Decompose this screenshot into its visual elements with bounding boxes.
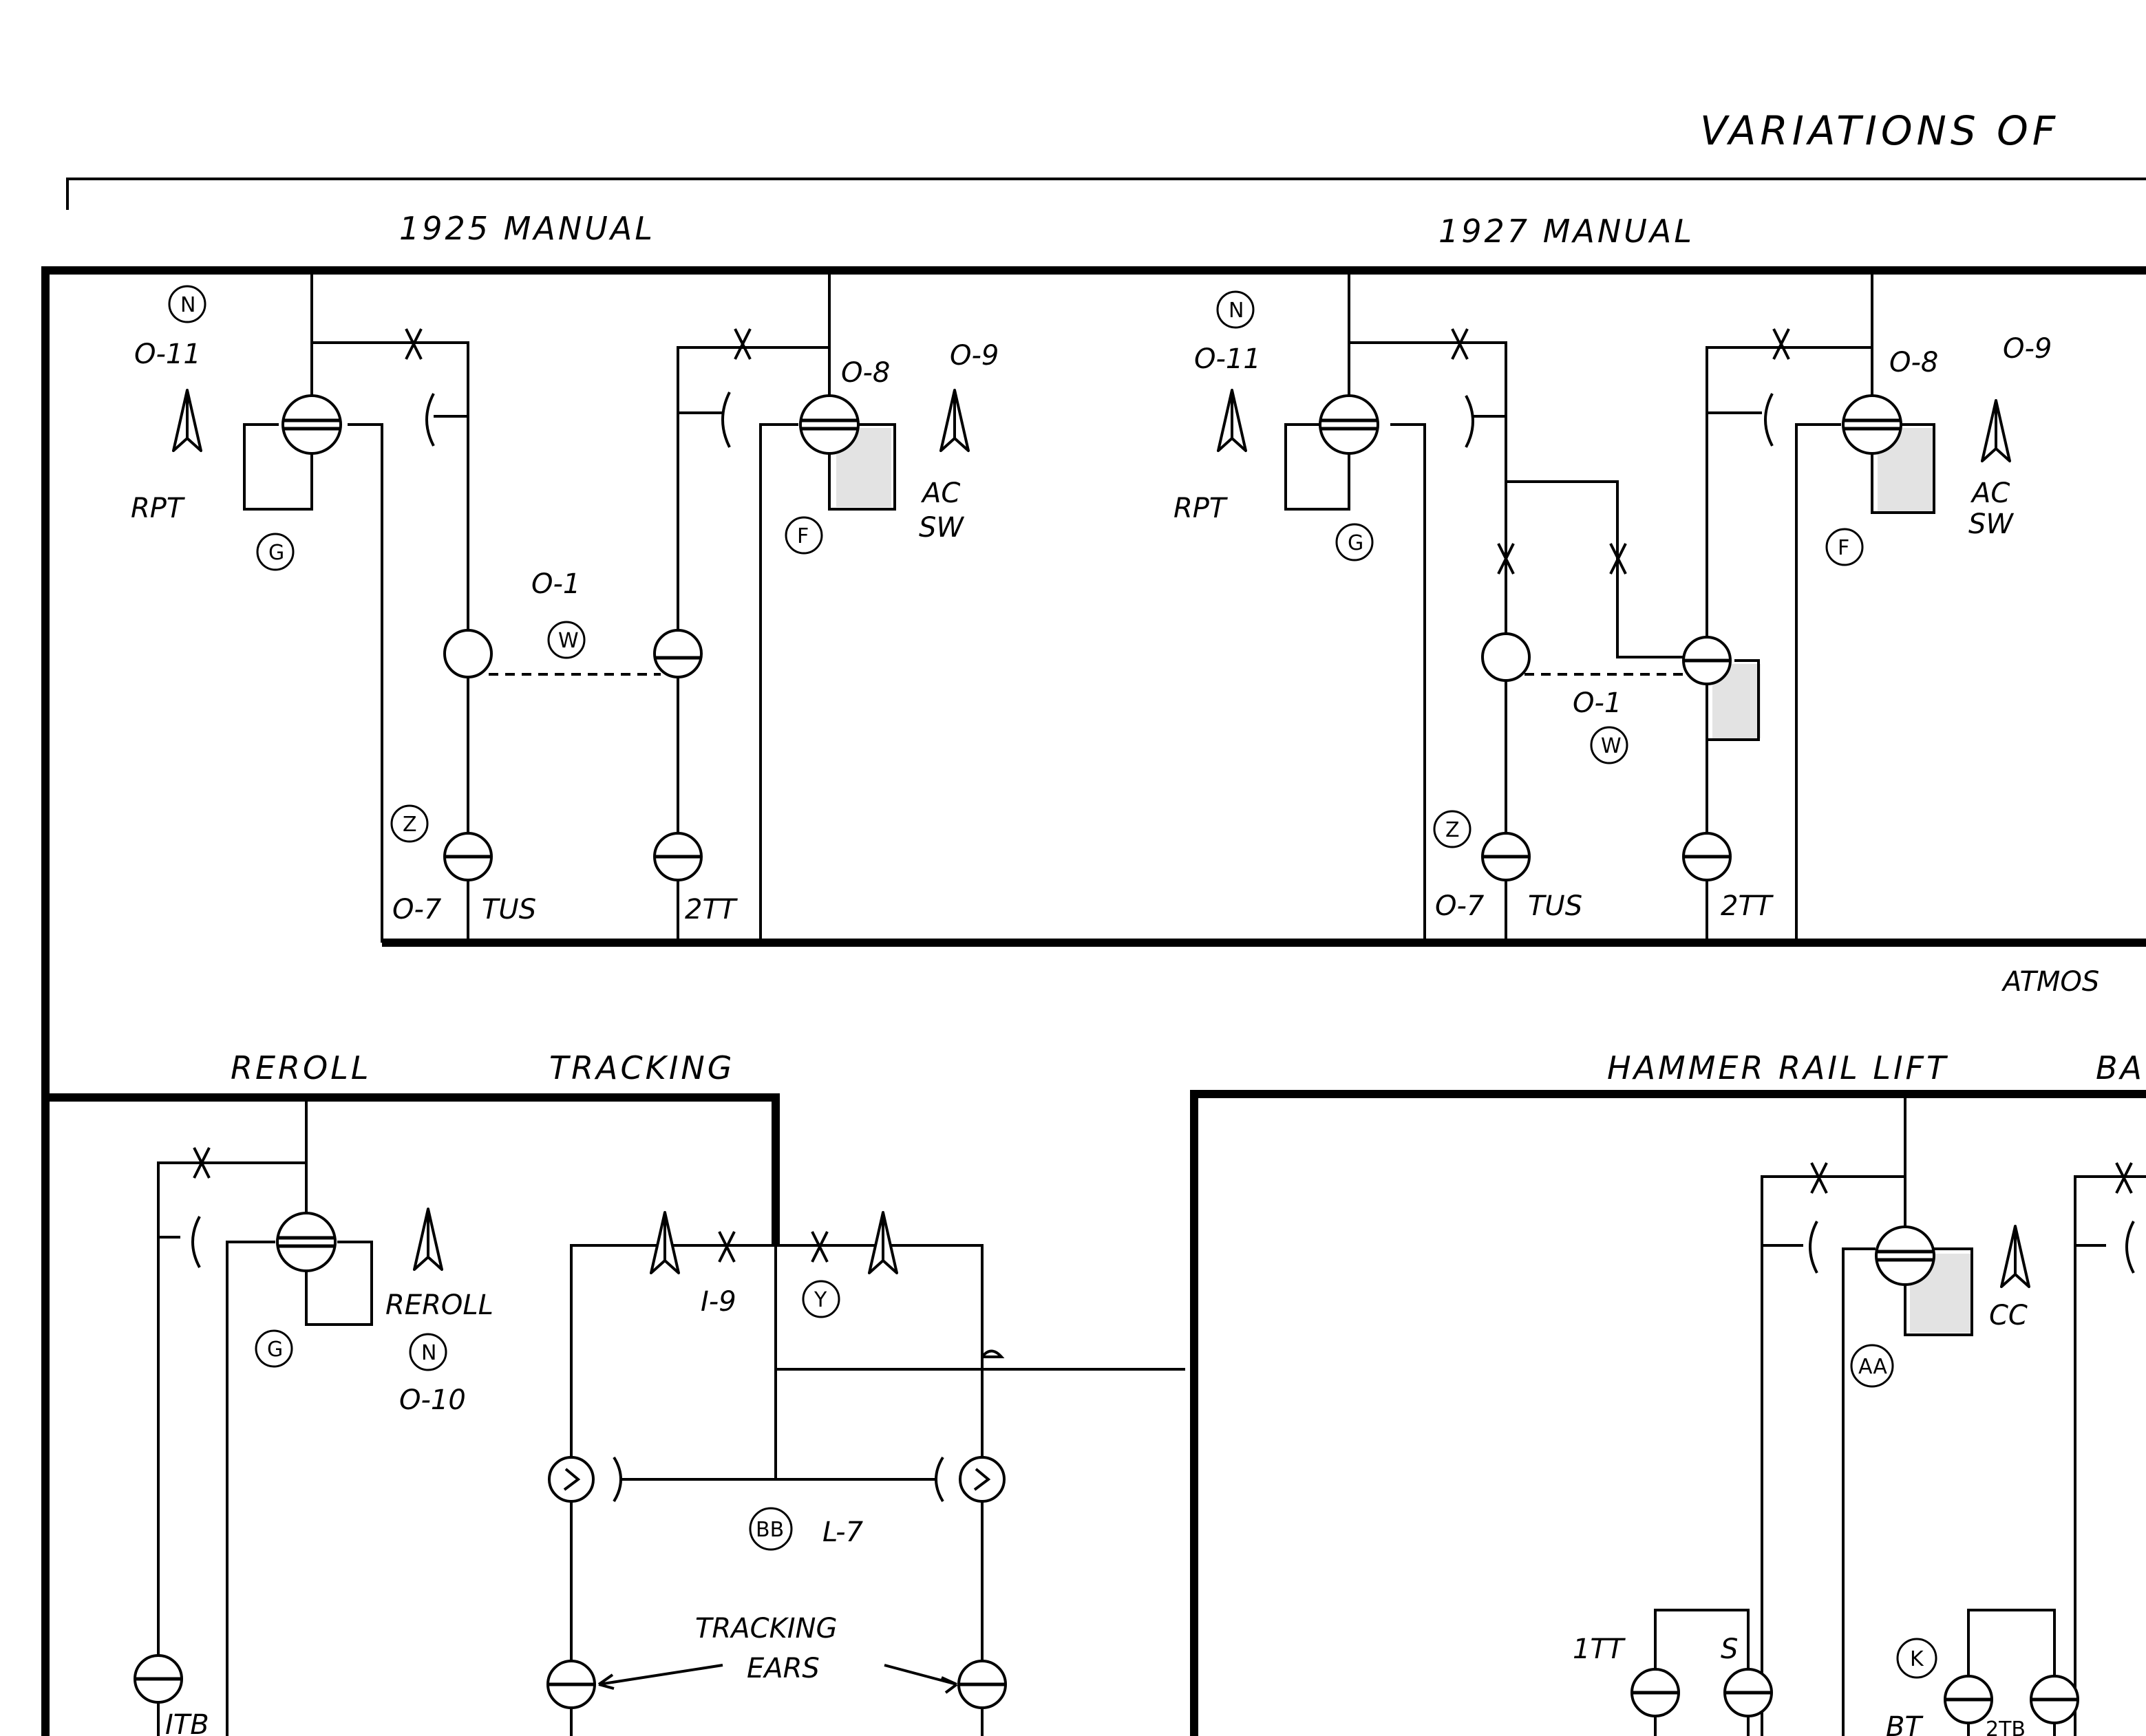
- label-tracking-ears-2: EARS: [747, 1653, 820, 1684]
- label-ac-1927: AC: [1970, 478, 2010, 509]
- reroll-frame: [45, 1093, 780, 1245]
- label-itb: ITB: [165, 1709, 209, 1736]
- label-o7-1925: O-7: [392, 894, 442, 925]
- label-f-1925: F: [797, 524, 809, 548]
- label-g-1927: G: [1348, 531, 1363, 555]
- label-w-1927: W: [1601, 734, 1622, 758]
- label-rpt-1927: RPT: [1173, 493, 1229, 524]
- label-2tt-1927: 2TT: [1721, 890, 1774, 922]
- label-w-1925: W: [558, 629, 579, 653]
- label-tus-1927: TUS: [1528, 890, 1582, 922]
- label-o1-1925: O-1: [531, 568, 580, 600]
- label-n-reroll: N: [421, 1341, 436, 1365]
- label-cc: CC: [1989, 1300, 2028, 1331]
- label-s: S: [1721, 1633, 1738, 1665]
- label-z-1927: Z: [1445, 818, 1460, 842]
- label-z-1925: Z: [403, 813, 417, 837]
- title-bracket: [66, 178, 2146, 210]
- section-1927-manual: 1927 MANUAL: [1438, 213, 1695, 250]
- label-sw-1927: SW: [1968, 508, 2014, 540]
- label-g-1925: G: [268, 541, 284, 565]
- label-rpt-1925: RPT: [131, 493, 186, 524]
- label-o9-1925: O-9: [950, 340, 999, 372]
- label-o10: O-10: [399, 1384, 466, 1416]
- label-bt: BT: [1886, 1711, 1924, 1736]
- label-o9-1927: O-9: [2003, 333, 2052, 365]
- section-ba: BA: [2096, 1049, 2145, 1086]
- label-o7-1927: O-7: [1435, 890, 1485, 922]
- label-o11-1927: O-11: [1194, 343, 1261, 375]
- label-reroll: REROLL: [385, 1289, 493, 1321]
- section-1925-manual: 1925 MANUAL: [399, 210, 655, 247]
- circuit-hammer-rail-lift: CC AA 1TT S K BT 2TB: [1573, 1094, 2146, 1736]
- label-k: K: [1910, 1647, 1924, 1671]
- label-f-1927: F: [1838, 536, 1849, 560]
- circuit-1925-manual: N O-11 RPT G O-8 O-9 AC SW F O-1 W Z O-7…: [131, 270, 999, 943]
- label-o8-1925: O-8: [841, 357, 890, 389]
- section-reroll: REROLL: [231, 1049, 371, 1086]
- label-tracking-ears-1: TRACKING: [695, 1613, 837, 1644]
- section-atmos: ATMOS: [2001, 966, 2099, 998]
- section-tracking: TRACKING: [549, 1049, 734, 1086]
- circuit-1927-manual: N O-11 RPT G O-8 O-9 AC SW F O-1 W Z O-7…: [1173, 270, 2052, 943]
- label-1tt: 1TT: [1573, 1633, 1626, 1665]
- label-sw-1925: SW: [919, 512, 964, 544]
- circuit-reroll: REROLL N O-10 G ITB: [134, 1097, 493, 1736]
- label-ac-1925: AC: [920, 478, 960, 509]
- label-l7: L-7: [822, 1517, 864, 1548]
- page-title: VARIATIONS OF: [1700, 107, 2059, 154]
- circuit-tracking: I-9 Y BB L-7 TRACKING EARS: [546, 1211, 1185, 1736]
- label-n-1925: N: [180, 293, 195, 317]
- label-o11-1925: O-11: [134, 339, 201, 370]
- label-o8-1927: O-8: [1889, 347, 1938, 378]
- label-tus-1925: TUS: [482, 894, 536, 925]
- hammer-frame: [1190, 1090, 2146, 1736]
- label-aa: AA: [1858, 1355, 1887, 1379]
- section-hammer-rail-lift: HAMMER RAIL LIFT: [1607, 1049, 1948, 1086]
- label-y: Y: [814, 1288, 827, 1312]
- label-i9: I-9: [701, 1286, 736, 1318]
- label-2tb: 2TB: [1986, 1717, 2026, 1736]
- label-o1-1927: O-1: [1573, 687, 1622, 719]
- label-g-reroll: G: [267, 1338, 283, 1362]
- top-frame: [41, 266, 2146, 1736]
- label-n-1927: N: [1229, 299, 1244, 323]
- label-bb: BB: [756, 1518, 784, 1542]
- label-2tt-1925: 2TT: [685, 894, 739, 925]
